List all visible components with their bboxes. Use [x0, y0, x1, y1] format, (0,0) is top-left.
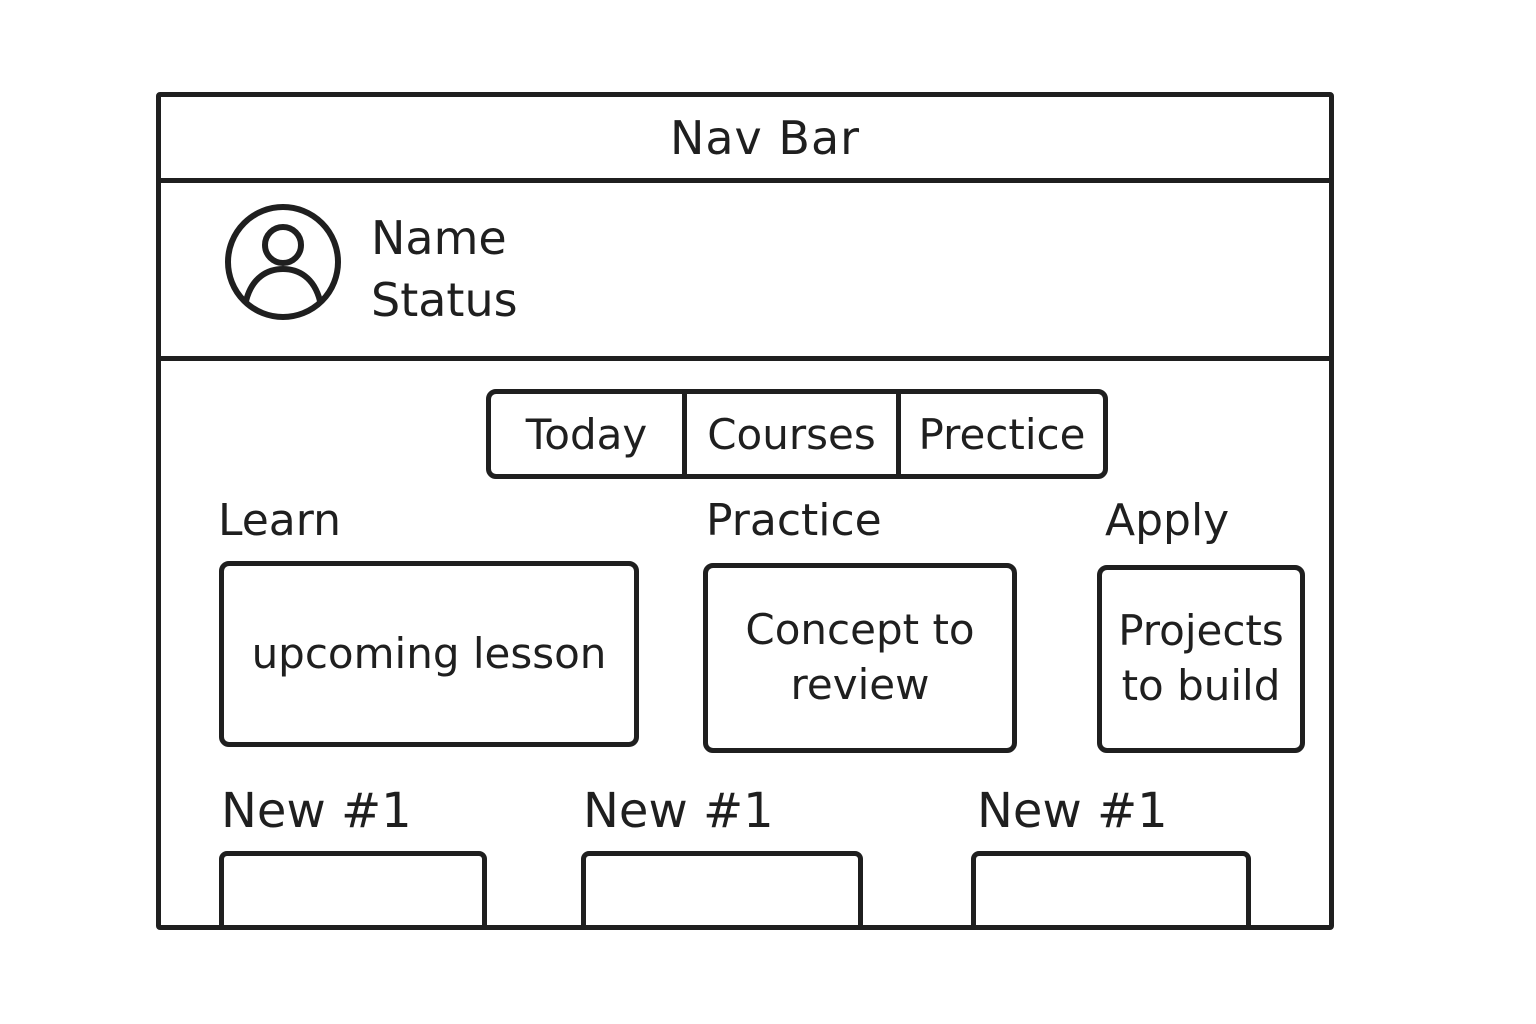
section-title-practice: Practice — [706, 495, 882, 546]
new-item-card-2[interactable] — [581, 851, 863, 925]
tab-bar: Today Courses Prectice — [486, 389, 1108, 479]
section-title-apply: Apply — [1105, 495, 1230, 546]
tab-today[interactable]: Today — [491, 394, 687, 474]
card-upcoming-lesson[interactable]: upcoming lesson — [219, 561, 639, 747]
nav-bar[interactable]: Nav Bar — [161, 97, 1329, 183]
card-projects-to-build[interactable]: Projects to build — [1097, 565, 1305, 753]
card-concept-to-review[interactable]: Concept to review — [703, 563, 1017, 753]
nav-bar-title: Nav Bar — [669, 110, 861, 165]
profile-name: Name — [371, 211, 507, 265]
new-item-label-1: New #1 — [221, 783, 412, 839]
new-item-card-3[interactable] — [971, 851, 1251, 925]
new-item-card-1[interactable] — [219, 851, 487, 925]
profile-header: Name Status — [161, 183, 1329, 361]
profile-status: Status — [371, 273, 518, 327]
tab-courses[interactable]: Courses — [687, 394, 901, 474]
new-item-label-2: New #1 — [583, 783, 774, 839]
user-avatar-icon[interactable] — [224, 203, 342, 321]
new-item-label-3: New #1 — [977, 783, 1168, 839]
tab-practice[interactable]: Prectice — [918, 409, 1086, 459]
section-title-learn: Learn — [218, 495, 341, 546]
app-frame: Nav Bar Name Status Today Courses Precti… — [156, 92, 1334, 930]
